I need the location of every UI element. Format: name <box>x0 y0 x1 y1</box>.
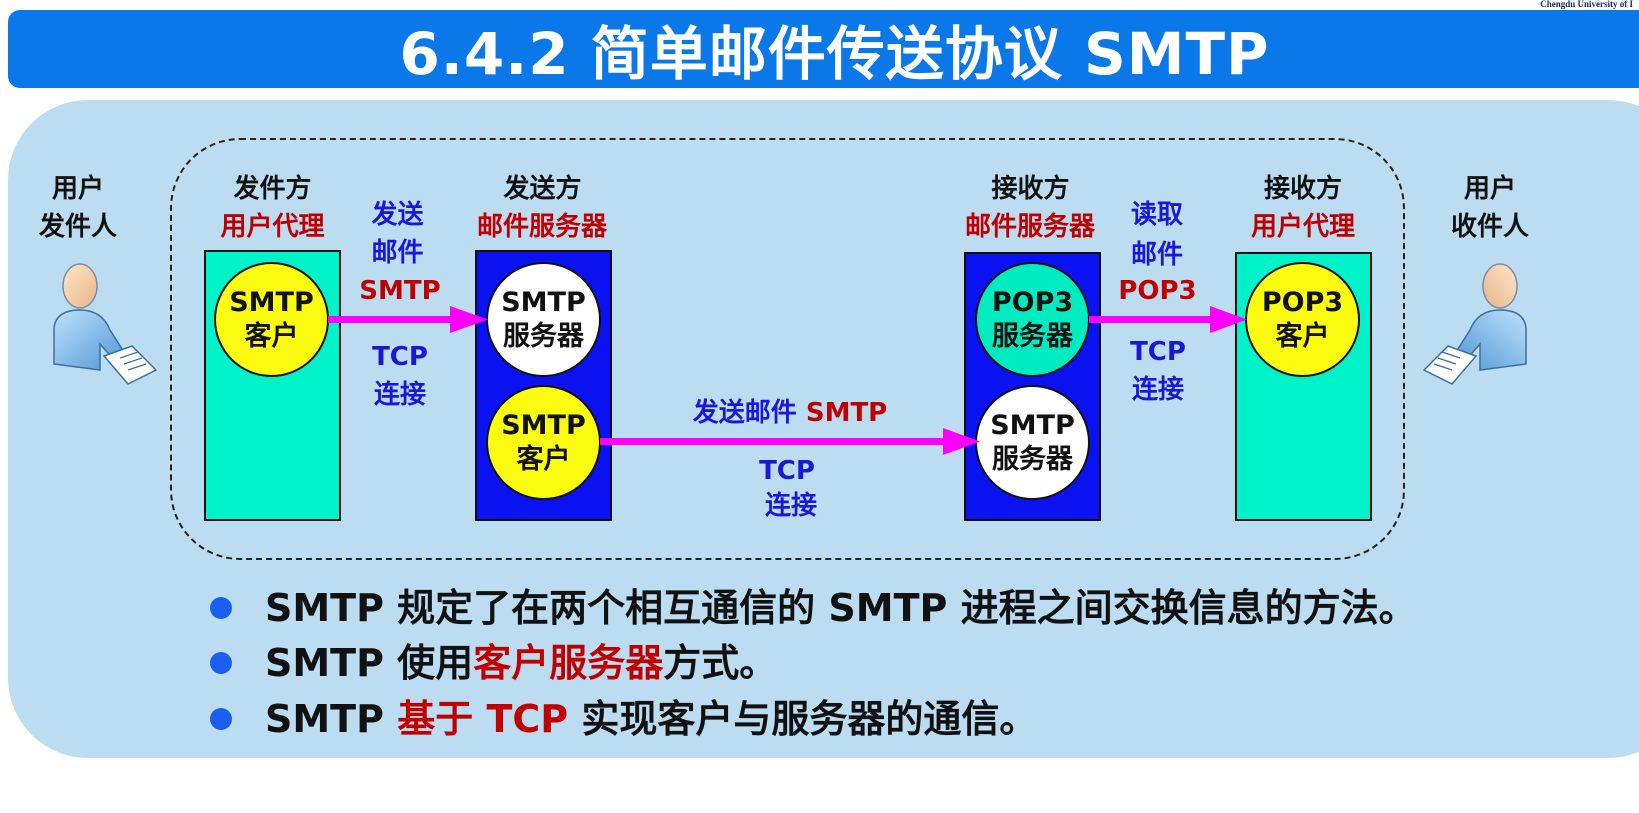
arrow3-connection: 连接 <box>1131 375 1184 405</box>
receiver-server-subtitle: 邮件服务器 <box>964 212 1095 242</box>
bullet-dot-icon <box>210 708 232 730</box>
bullet-dot-icon <box>210 597 232 619</box>
arrow3-tcp: TCP <box>1130 337 1186 367</box>
receiver-smtp-server-line2: 服务器 <box>992 443 1073 475</box>
bullet-text-pre: SMTP <box>265 697 398 741</box>
bullet-highlight: 基于 <box>397 697 474 741</box>
sender-smtp-server: SMTP 服务器 <box>486 262 601 377</box>
bullet-dot-icon <box>210 652 232 674</box>
bullet-text-post: 方式。 <box>663 641 778 685</box>
arrow3-protocol: POP3 <box>1118 276 1197 306</box>
arrow1-tcp: TCP <box>372 342 428 372</box>
sender-user-label: 用户 发件人 <box>28 170 128 246</box>
bullet-text-pre: SMTP 使用 <box>265 641 474 685</box>
page-title: 6.4.2 简单邮件传送协议 SMTP <box>399 20 1270 88</box>
bullet-highlight: 客户服务器 <box>473 641 664 685</box>
bullet-text: SMTP 规定了在两个相互通信的 SMTP 进程之间交换信息的方法。 <box>265 586 1417 630</box>
arrow1-send-label: 发送 <box>371 200 424 230</box>
arrow1-protocol: SMTP <box>359 276 441 306</box>
relay-smtp-client: SMTP 客户 <box>486 385 601 500</box>
sender-user-line2: 发件人 <box>38 212 117 242</box>
arrow1-connection: 连接 <box>373 380 426 410</box>
bullet-highlight: TCP <box>486 697 569 741</box>
sender-smtp-client-line2: 客户 <box>244 320 299 352</box>
sender-server-subtitle: 邮件服务器 <box>476 212 607 242</box>
receiver-pop3-client-line1: POP3 <box>1261 286 1344 318</box>
arrow-ua-to-server <box>328 306 488 333</box>
title-bar <box>8 10 1639 88</box>
arrow2-label: 发送邮件 SMTP <box>680 394 900 432</box>
recipient-person-icon <box>1422 263 1527 385</box>
recipient-user-line1: 用户 <box>1463 174 1516 204</box>
receiver-ua-title: 接收方 <box>1263 174 1342 204</box>
mail-system-boundary <box>170 138 1405 560</box>
sender-server-title: 发送方 <box>503 174 582 204</box>
sender-user-line1: 用户 <box>51 174 104 204</box>
arrow-pop3-server-to-client <box>1089 306 1247 333</box>
bullet-text: SMTP 使用客户服务器方式。 <box>265 635 777 691</box>
receiver-smtp-server: SMTP 服务器 <box>975 385 1090 500</box>
arrow3-read-label: 读取 <box>1130 200 1183 230</box>
relay-smtp-client-line2: 客户 <box>516 443 571 475</box>
sender-ua-title: 发件方 <box>233 174 312 204</box>
bullet-text-post: 实现客户与服务器的通信。 <box>568 697 1038 741</box>
arrow-server-to-server <box>600 428 980 455</box>
receiver-pop3-server-line2: 服务器 <box>992 320 1073 352</box>
arrow1-mail-label: 邮件 <box>371 238 424 268</box>
bullet-text: SMTP 基于 TCP 实现客户与服务器的通信。 <box>265 691 1037 747</box>
arrow2-tcp: TCP <box>759 456 815 486</box>
relay-smtp-client-line1: SMTP <box>501 409 586 441</box>
receiver-pop3-client-line2: 客户 <box>1275 320 1330 352</box>
bullet-text-mid <box>473 697 486 741</box>
receiver-pop3-server-line1: POP3 <box>991 286 1074 318</box>
arrow3-mail-label: 邮件 <box>1130 240 1183 270</box>
arrow2-send-mail: 发送邮件 <box>692 398 797 428</box>
recipient-user-line2: 收件人 <box>1450 212 1529 242</box>
sender-smtp-server-line1: SMTP <box>501 286 586 318</box>
receiver-ua-subtitle: 用户代理 <box>1250 212 1355 242</box>
arrow2-connection: 连接 <box>764 491 817 521</box>
arrow2-protocol: SMTP <box>805 398 888 428</box>
sender-ua-subtitle: 用户代理 <box>220 212 325 242</box>
sender-smtp-client: SMTP 客户 <box>214 262 329 377</box>
sender-person-icon <box>53 263 158 385</box>
recipient-user-label: 用户 收件人 <box>1440 170 1540 246</box>
university-watermark: Chengdu University of I <box>1540 0 1633 9</box>
receiver-pop3-server: POP3 服务器 <box>975 262 1090 377</box>
sender-smtp-server-line2: 服务器 <box>503 320 584 352</box>
receiver-pop3-client: POP3 客户 <box>1245 262 1360 377</box>
sender-smtp-client-line1: SMTP <box>229 286 314 318</box>
receiver-server-title: 接收方 <box>991 174 1070 204</box>
receiver-smtp-server-line1: SMTP <box>990 409 1075 441</box>
